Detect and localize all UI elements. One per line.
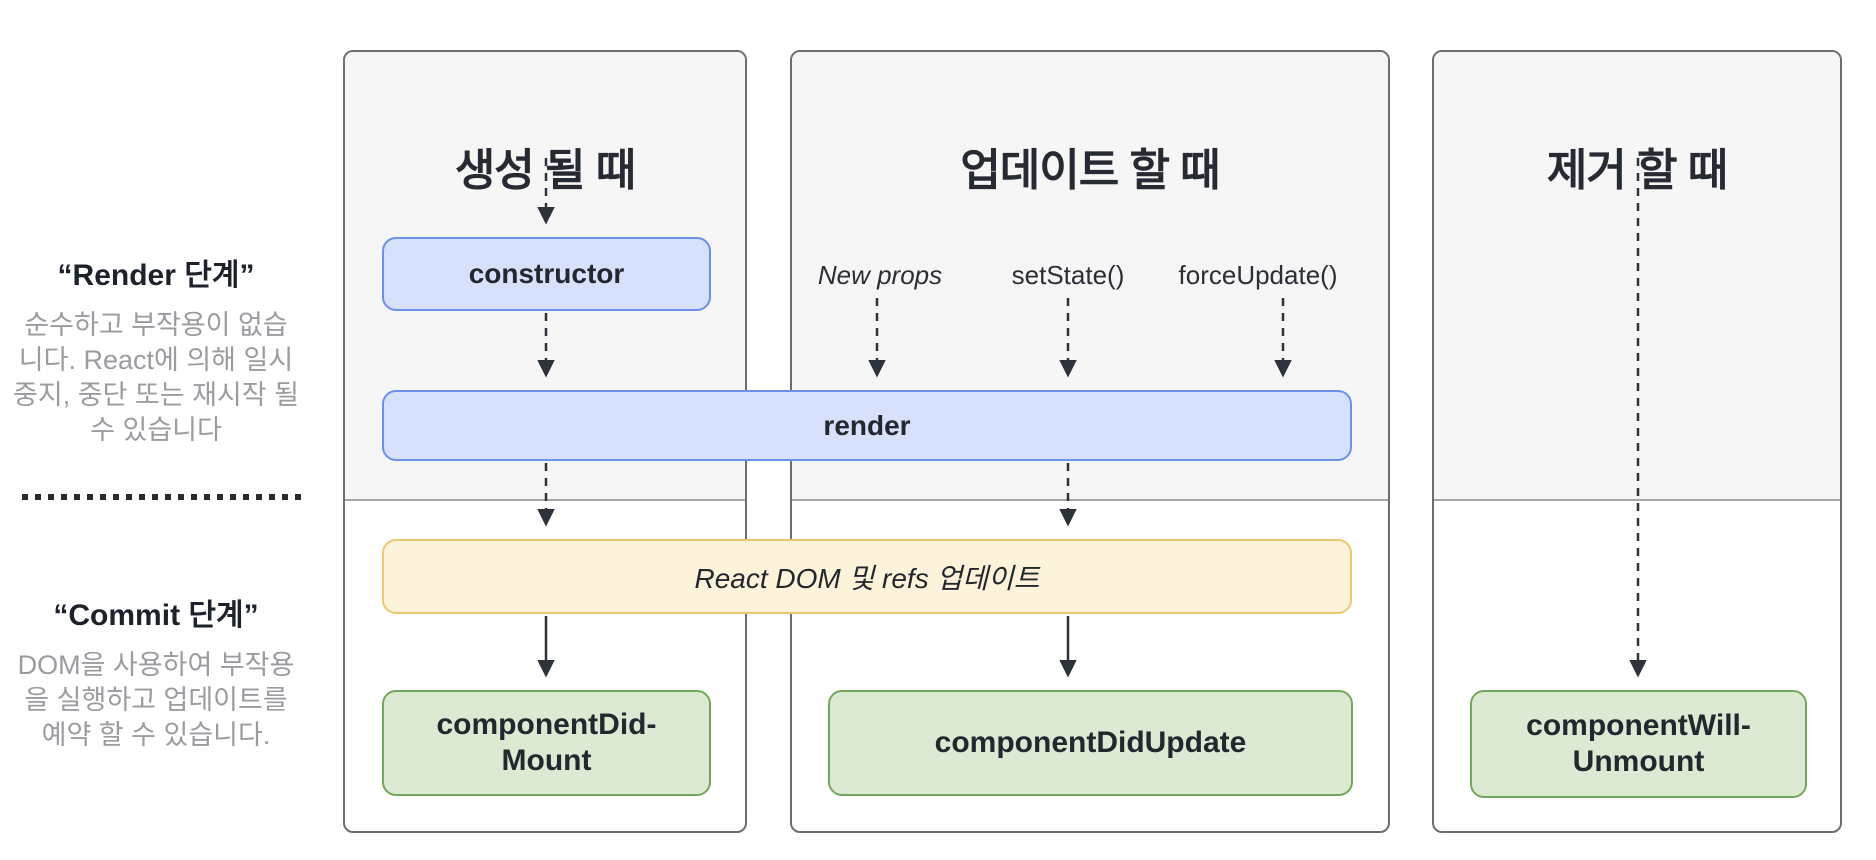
- commit-phase-description-line: 을 실행하고 업데이트를: [24, 685, 288, 715]
- render-phase-description-line: 순수하고 부작용이 없습: [24, 310, 288, 340]
- commit-phase-description-line: 예약 할 수 있습니다.: [41, 720, 271, 750]
- node-label-line: Unmount: [1572, 745, 1705, 778]
- render-phase-title: “Render 단계”: [57, 259, 255, 292]
- node-label-line: componentDid-: [436, 708, 657, 741]
- column-mount-title: 생성 될 때: [454, 146, 636, 195]
- render-phase-description-line: 니다. React에 의해 일시: [18, 345, 294, 375]
- commit-phase-description: DOM을 사용하여 부작용 을 실행하고 업데이트를 예약 할 수 있습니다.: [0, 648, 312, 753]
- node-component-did-mount: componentDid- Mount: [382, 690, 711, 796]
- node-label-line: Mount: [501, 744, 592, 777]
- trigger-label-new-props: New props: [817, 260, 943, 290]
- node-label: componentDid- Mount: [437, 707, 657, 779]
- column-unmount-title: 제거 할 때: [1546, 146, 1728, 195]
- trigger-label-forceupdate: forceUpdate(): [1178, 260, 1338, 290]
- render-phase-description-line: 수 있습니다: [90, 415, 222, 445]
- node-constructor: constructor: [382, 237, 711, 311]
- render-phase-annotation: “Render 단계” 순수하고 부작용이 없습 니다. React에 의해 일…: [0, 250, 312, 448]
- render-phase-description-line: 중지, 중단 또는 재시작 될: [13, 380, 299, 410]
- node-component-did-update: componentDidUpdate: [828, 690, 1353, 796]
- commit-phase-title: “Commit 단계”: [53, 599, 259, 632]
- node-label: componentWill- Unmount: [1526, 708, 1751, 780]
- render-phase-description: 순수하고 부작용이 없습 니다. React에 의해 일시 중지, 중단 또는 …: [0, 308, 312, 448]
- commit-phase-annotation: “Commit 단계” DOM을 사용하여 부작용 을 실행하고 업데이트를 예…: [0, 590, 312, 753]
- node-component-will-unmount: componentWill- Unmount: [1470, 690, 1807, 798]
- phase-divider-dotted-line: [22, 494, 303, 500]
- render-phase-region: [1434, 52, 1840, 501]
- node-react-dom-update: React DOM 및 refs 업데이트: [382, 539, 1352, 614]
- column-update-title: 업데이트 할 때: [960, 146, 1220, 195]
- commit-phase-description-line: DOM을 사용하여 부작용: [17, 650, 295, 680]
- node-label-line: componentWill-: [1526, 709, 1751, 742]
- node-render: render: [382, 390, 1352, 461]
- trigger-label-setstate: setState(): [1011, 260, 1125, 290]
